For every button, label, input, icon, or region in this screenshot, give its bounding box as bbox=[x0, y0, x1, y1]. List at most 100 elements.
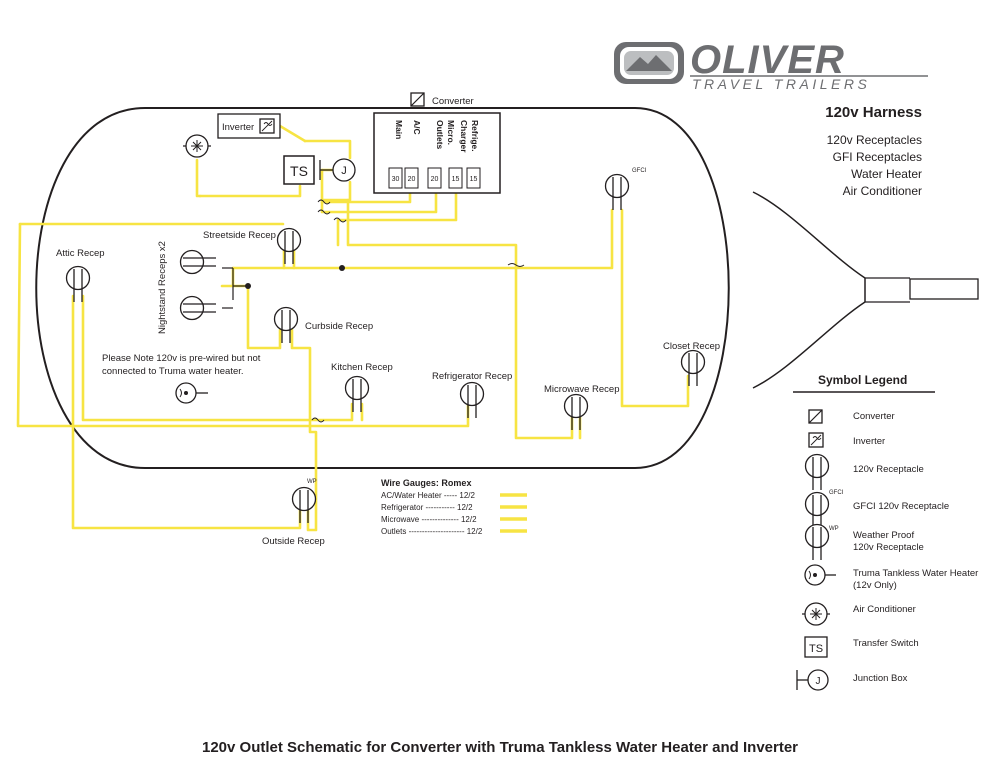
breaker-box bbox=[404, 167, 419, 189]
breaker-box bbox=[448, 167, 463, 189]
closet-label: Closet Recep bbox=[663, 341, 720, 352]
junction-label: J bbox=[816, 676, 821, 687]
harness-item: GFI Receptacles bbox=[833, 150, 922, 164]
transfer-switch-icon bbox=[804, 636, 828, 658]
harness-item: 120v Receptacles bbox=[827, 133, 922, 147]
wire-gauges-title: Wire Gauges: Romex bbox=[381, 478, 471, 488]
legend-label: (12v Only) bbox=[853, 580, 897, 591]
legend-title: Symbol Legend bbox=[818, 373, 907, 387]
wire-crossings bbox=[311, 199, 525, 423]
wire-gauge-row: Microwave -------------- 12/2 bbox=[381, 515, 477, 524]
breaker-rating: 20 bbox=[431, 176, 439, 183]
logo-brand-text: OLIVER bbox=[690, 38, 845, 82]
outside-label: Outside Recep bbox=[262, 536, 325, 547]
water-heater-icon bbox=[175, 382, 208, 404]
water-heater-icon bbox=[804, 564, 836, 586]
microwave-receptacle-icon bbox=[563, 393, 589, 431]
receptacle-icon bbox=[804, 453, 830, 491]
harness-title: 120v Harness bbox=[825, 104, 922, 121]
gfci-tag: GFCI bbox=[829, 490, 844, 496]
inverter-icon bbox=[808, 432, 824, 448]
refrigerator-label: Refrigerator Recep bbox=[432, 371, 512, 382]
note-line-2: connected to Truma water heater. bbox=[102, 366, 244, 377]
legend-label: Converter bbox=[853, 411, 895, 422]
trailer-outline bbox=[35, 107, 979, 469]
breaker-rating: 30 bbox=[392, 176, 400, 183]
breaker-box bbox=[388, 167, 403, 189]
legend-label: Junction Box bbox=[853, 673, 908, 684]
wiring bbox=[16, 124, 690, 532]
nightstand-receptacle-icon bbox=[179, 295, 217, 321]
breaker-box bbox=[466, 167, 481, 189]
junction-box: J bbox=[319, 158, 356, 182]
attic-receptacle-icon bbox=[65, 265, 91, 303]
gfci-receptacle-icon bbox=[804, 491, 830, 529]
wp-tag: WP bbox=[829, 526, 839, 532]
logo-subtitle-text: TRAVEL TRAILERS bbox=[692, 76, 870, 92]
symbol-legend: Symbol Legend Converter Inverter 120v Re… bbox=[793, 373, 978, 691]
refrigerator-receptacle-icon bbox=[459, 381, 485, 419]
wire-gauges: Wire Gauges: Romex AC/Water Heater -----… bbox=[381, 478, 527, 536]
harness-item: Water Heater bbox=[851, 167, 922, 181]
legend-label: 120v Receptacle bbox=[853, 464, 924, 475]
transfer-switch-label: TS bbox=[290, 163, 308, 179]
legend-label: GFCI 120v Receptacle bbox=[853, 501, 949, 512]
streetside-receptacle-icon bbox=[276, 227, 302, 265]
transfer-switch: TS bbox=[283, 155, 315, 185]
attic-label: Attic Recep bbox=[56, 248, 105, 259]
kitchen-receptacle-icon bbox=[344, 375, 370, 413]
wire-gauge-row: AC/Water Heater ----- 12/2 bbox=[381, 491, 475, 500]
legend-label: Transfer Switch bbox=[853, 638, 919, 649]
panel-column-label: Main bbox=[394, 120, 404, 139]
wp-tag: WP bbox=[307, 479, 317, 485]
inverter-icon bbox=[259, 118, 275, 134]
legend-label: Air Conditioner bbox=[853, 604, 916, 615]
wire-gauge-row: Refrigerator ----------- 12/2 bbox=[381, 503, 473, 512]
panel-column-label: A/C bbox=[412, 120, 422, 135]
converter-icon bbox=[410, 92, 425, 107]
breaker-box bbox=[427, 167, 442, 189]
breaker-rating: 15 bbox=[470, 176, 478, 183]
junction-box-icon bbox=[332, 158, 356, 182]
panel-column-label: Charger bbox=[459, 120, 469, 153]
junction-label: J bbox=[341, 165, 347, 177]
note-line-1: Please Note 120v is pre-wired but not bbox=[102, 353, 261, 364]
legend-label: Weather Proof bbox=[853, 530, 914, 541]
panel-column-label: Outlets bbox=[435, 120, 445, 150]
nightstand-label: Nightstand Receps x2 bbox=[157, 241, 168, 334]
streetside-label: Streetside Recep bbox=[203, 230, 276, 241]
panel-column-label: Micro. bbox=[446, 120, 456, 145]
harness-item: Air Conditioner bbox=[843, 184, 922, 198]
legend-label: Truma Tankless Water Heater bbox=[853, 568, 978, 579]
converter-icon bbox=[808, 409, 823, 424]
converter-label: Converter bbox=[432, 96, 474, 107]
oliver-logo: OLIVER TRAVEL TRAILERS bbox=[614, 38, 928, 92]
inverter-label: Inverter bbox=[222, 122, 254, 133]
legend-label: 120v Receptacle bbox=[853, 542, 924, 553]
panel-breakers: 30 20 20 15 15 bbox=[388, 167, 481, 189]
breaker-rating: 20 bbox=[408, 176, 416, 183]
transfer-switch-label: TS bbox=[809, 643, 823, 655]
microwave-label: Microwave Recep bbox=[544, 384, 620, 395]
schematic-caption: 120v Outlet Schematic for Converter with… bbox=[202, 739, 798, 756]
curbside-label: Curbside Recep bbox=[305, 321, 373, 332]
kitchen-label: Kitchen Recep bbox=[331, 362, 393, 373]
weatherproof-receptacle-icon bbox=[291, 486, 317, 524]
air-conditioner-icon bbox=[802, 602, 830, 626]
weatherproof-receptacle-icon bbox=[804, 523, 830, 561]
logo-emblem-icon bbox=[614, 42, 684, 84]
gfci-receptacle-icon bbox=[604, 173, 630, 211]
breaker-rating: 15 bbox=[452, 176, 460, 183]
closet-receptacle-icon bbox=[680, 349, 706, 387]
transfer-switch-icon bbox=[283, 155, 315, 185]
inverter-box: Inverter bbox=[217, 113, 281, 139]
panel-column-label: Refrige. bbox=[470, 120, 480, 152]
wire-gauge-row: Outlets --------------------- 12/2 bbox=[381, 527, 483, 536]
curbside-receptacle-icon bbox=[273, 306, 299, 344]
legend-label: Inverter bbox=[853, 436, 885, 447]
nightstand-receptacle-icon bbox=[179, 249, 217, 275]
junction-box-icon: J bbox=[796, 669, 829, 691]
